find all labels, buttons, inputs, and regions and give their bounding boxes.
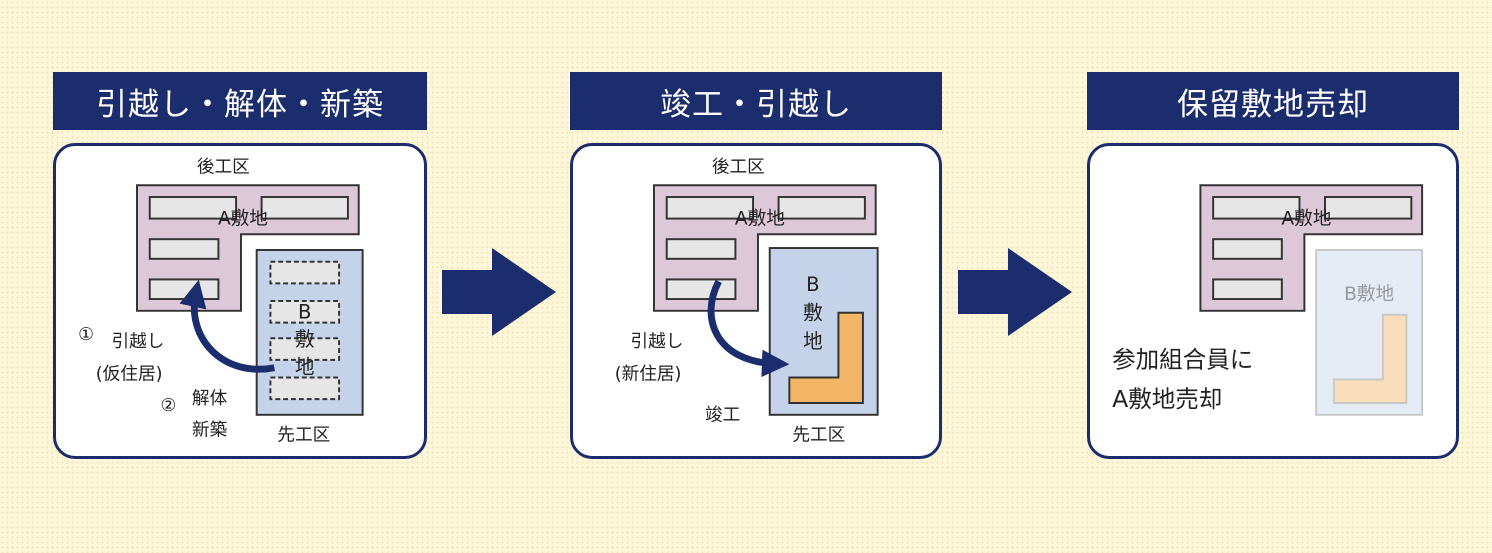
build-number: ② [161, 396, 177, 416]
site-a-label: A敷地 [1281, 208, 1331, 229]
building [260, 196, 349, 220]
sale-note-2: A敷地売却 [1112, 385, 1222, 413]
new-building [1332, 313, 1408, 405]
building [777, 196, 866, 220]
move-label: 引越し [111, 331, 164, 352]
building [665, 278, 737, 301]
building [148, 238, 220, 260]
rear-zone-label: 後工区 [197, 156, 250, 177]
building [1212, 278, 1283, 301]
step2-panel: 後工区 A敷地 B 敷 地 引越し (新住居) 竣工 先工区 [570, 143, 942, 459]
site-b-label-3: 地 [295, 356, 315, 379]
step3-title: 保留敷地売却 [1087, 72, 1459, 130]
build-label-1: 解体 [192, 388, 228, 409]
curved-arrow-icon [179, 279, 275, 373]
building [1212, 196, 1301, 220]
rear-zone-label: 後工区 [712, 156, 765, 177]
right-arrow-icon [442, 248, 556, 336]
step1-title: 引越し・解体・新築 [53, 72, 427, 130]
step3-diagram: A敷地 B敷地 参加組合員に A敷地売却 [1112, 184, 1424, 416]
step2-title: 竣工・引越し [570, 72, 942, 130]
site-b-label-1: B [806, 273, 819, 296]
temp-building [269, 300, 341, 324]
site-b-label: B敷地 [1344, 284, 1394, 305]
building [665, 196, 755, 220]
temp-building [269, 260, 341, 285]
move-sub-label: (新住居) [615, 363, 682, 384]
move-number: ① [78, 325, 94, 345]
site-a-label: A敷地 [218, 208, 268, 229]
site-b-label-1: B [298, 301, 311, 324]
building [148, 196, 238, 220]
step3-panel: A敷地 B敷地 参加組合員に A敷地売却 [1087, 143, 1459, 459]
site-b-label-2: 敷 [295, 328, 315, 351]
building [665, 238, 737, 260]
completion-label: 竣工 [705, 405, 740, 426]
temp-building [269, 337, 341, 361]
move-sub-label: (仮住居) [96, 363, 163, 384]
building [1212, 238, 1283, 260]
right-arrow-icon [958, 248, 1072, 336]
site-b-label-3: 地 [803, 330, 823, 353]
step1-panel: 後工区 A敷地 B 敷 地 ① 引越し (仮住居) ② 解体 新築 先工区 [53, 143, 427, 459]
sold-site-b: B敷地 [1315, 249, 1424, 416]
front-zone-label: 先工区 [792, 424, 845, 445]
building [1324, 196, 1413, 220]
building [148, 278, 220, 301]
move-label: 引越し [630, 331, 683, 352]
step2-diagram: 後工区 A敷地 B 敷 地 引越し (新住居) 竣工 先工区 [615, 156, 879, 445]
site-a-label: A敷地 [735, 208, 785, 229]
sale-note-1: 参加組合員に [1112, 346, 1253, 374]
build-label-2: 新築 [192, 419, 228, 440]
step1-diagram: 後工区 A敷地 B 敷 地 ① 引越し (仮住居) ② 解体 新築 先工区 [78, 156, 364, 445]
site-b [1315, 249, 1424, 416]
curved-arrow-icon [707, 279, 790, 378]
site-b-label-2: 敷 [803, 302, 823, 325]
new-building [788, 311, 864, 405]
temp-building [269, 376, 341, 401]
front-zone-label: 先工区 [277, 424, 330, 445]
